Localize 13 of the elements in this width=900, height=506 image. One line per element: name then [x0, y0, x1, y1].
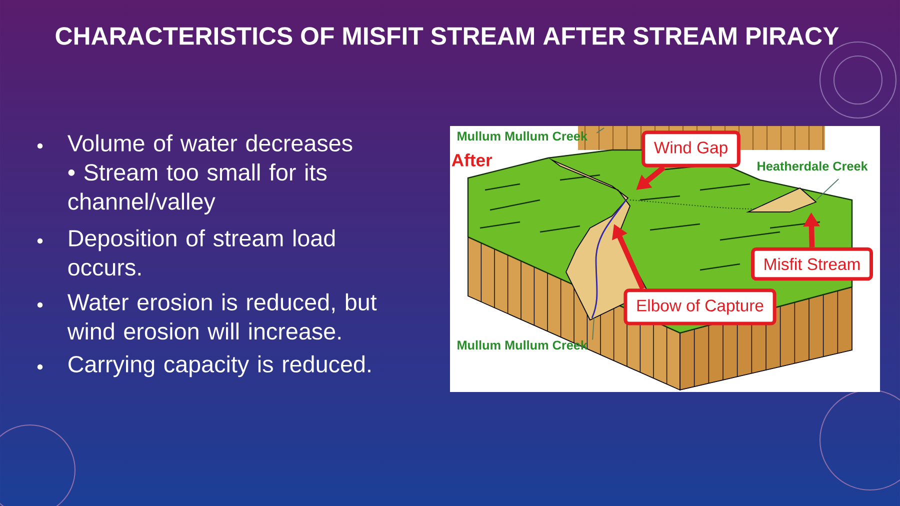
bullet-text: Water erosion is reduced, but wind erosion will increase. [67, 293, 377, 340]
callout-box: Misfit Stream [751, 247, 873, 281]
after-label: After [452, 154, 492, 166]
bullet-text: Carrying capacity is reduced. [68, 355, 370, 378]
slide-title: CHARACTERISTICS OF MISFIT STREAM AFTER STREAM PIRACY [56, 27, 839, 45]
callout-box: Wind Gap [642, 130, 740, 168]
leader-line [596, 128, 604, 134]
leader-line [592, 318, 594, 340]
creek-label: Heatherdale Creek [758, 161, 868, 171]
bullet-text: Deposition of stream load occurs. [68, 229, 335, 276]
callout-box: Elbow of Capture [624, 288, 776, 326]
bullet-text: Volume of water decreases • Stream too small for its channel/valley [67, 134, 352, 214]
leader-line [816, 178, 840, 200]
